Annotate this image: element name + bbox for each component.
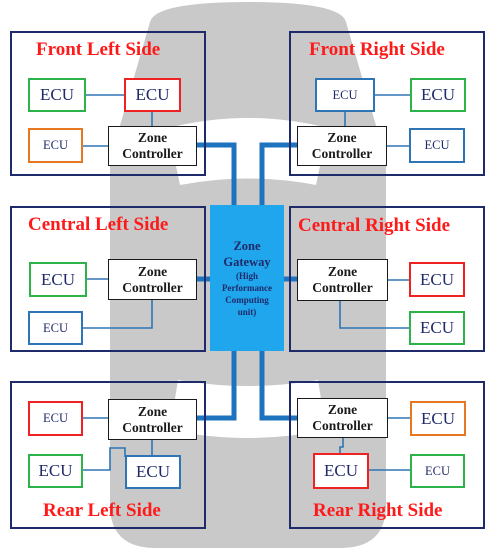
zone-controller-rear-left: Zone Controller: [108, 399, 197, 440]
zone-controller-central-right: Zone Controller: [297, 259, 388, 301]
zone-rear-right: [289, 381, 485, 529]
link-front-left: [197, 142, 237, 205]
zone-controller-line2: Controller: [311, 146, 373, 161]
link-rear-right: [259, 351, 297, 421]
zone-controller-line1: Zone: [137, 263, 168, 279]
rear-window: [170, 380, 326, 438]
ecu-central-right-2: ECU: [409, 311, 465, 345]
ecu-front-left-2: ECU: [124, 78, 181, 112]
zone-controller-line1: Zone: [137, 403, 168, 419]
ecu-front-left-3: ECU: [28, 128, 83, 163]
zone-controller-front-left: Zone Controller: [108, 126, 197, 166]
ecu-central-right-1: ECU: [409, 262, 465, 297]
ecu-front-left-1: ECU: [28, 78, 86, 112]
zone-title-central-right: Central Right Side: [298, 215, 450, 236]
ecu-rear-left-3: ECU: [125, 455, 181, 489]
gateway-line1: Zone: [233, 239, 261, 253]
zone-title-rear-left: Rear Left Side: [43, 500, 161, 521]
zone-central-left: [10, 206, 206, 352]
zone-controller-line1: Zone: [137, 130, 168, 145]
windshield: [168, 118, 328, 185]
car-windows: [168, 118, 328, 438]
zone-controller-line1: Zone: [327, 402, 358, 417]
ecu-rear-right-2: ECU: [313, 453, 369, 489]
zone-controller-line1: Zone: [327, 264, 358, 279]
zone-controller-line1: Zone: [327, 130, 357, 145]
ecu-links: [83, 94, 410, 471]
zone-title-rear-right: Rear Right Side: [313, 500, 443, 521]
zone-controller-rear-right: Zone Controller: [297, 398, 388, 438]
zone-controller-front-right: Zone Controller: [297, 126, 387, 166]
zone-controller-line2: Controller: [312, 280, 373, 295]
zone-controller-line2: Controller: [122, 419, 183, 435]
ecu-rear-left-2: ECU: [28, 454, 83, 488]
gateway-line2: Gateway: [223, 255, 271, 269]
ecu-central-left-2: ECU: [28, 311, 83, 345]
zone-central-right: [289, 206, 485, 352]
zone-title-front-left: Front Left Side: [36, 39, 161, 60]
zone-title-front-right: Front Right Side: [309, 39, 445, 60]
zone-gateway: Zone Gateway (High Performance Computing…: [210, 205, 284, 351]
gateway-line5: Computing: [225, 295, 269, 305]
zone-front-left: [10, 31, 206, 176]
zone-controller-line2: Controller: [122, 279, 183, 295]
zone-title-central-left: Central Left Side: [28, 214, 169, 235]
zone-front-right: [289, 31, 485, 176]
gateway-line6: unit): [237, 307, 257, 317]
ecu-rear-right-1: ECU: [410, 401, 466, 436]
link-front-right: [259, 142, 297, 205]
zone-controller-line2: Controller: [122, 146, 183, 161]
zone-rear-left: [10, 381, 206, 529]
zone-controller-central-left: Zone Controller: [108, 259, 197, 300]
ecu-front-right-2: ECU: [410, 78, 466, 112]
gateway-line4: Performance: [222, 283, 272, 293]
ecu-front-right-1: ECU: [315, 78, 375, 112]
ecu-central-left-1: ECU: [29, 262, 87, 297]
ecu-rear-right-3: ECU: [410, 454, 465, 488]
ecu-rear-left-1: ECU: [28, 401, 83, 436]
zone-controller-line2: Controller: [312, 418, 373, 433]
gateway-line3: (High: [235, 271, 258, 281]
link-rear-left: [197, 351, 237, 421]
ecu-front-right-3: ECU: [409, 128, 465, 163]
